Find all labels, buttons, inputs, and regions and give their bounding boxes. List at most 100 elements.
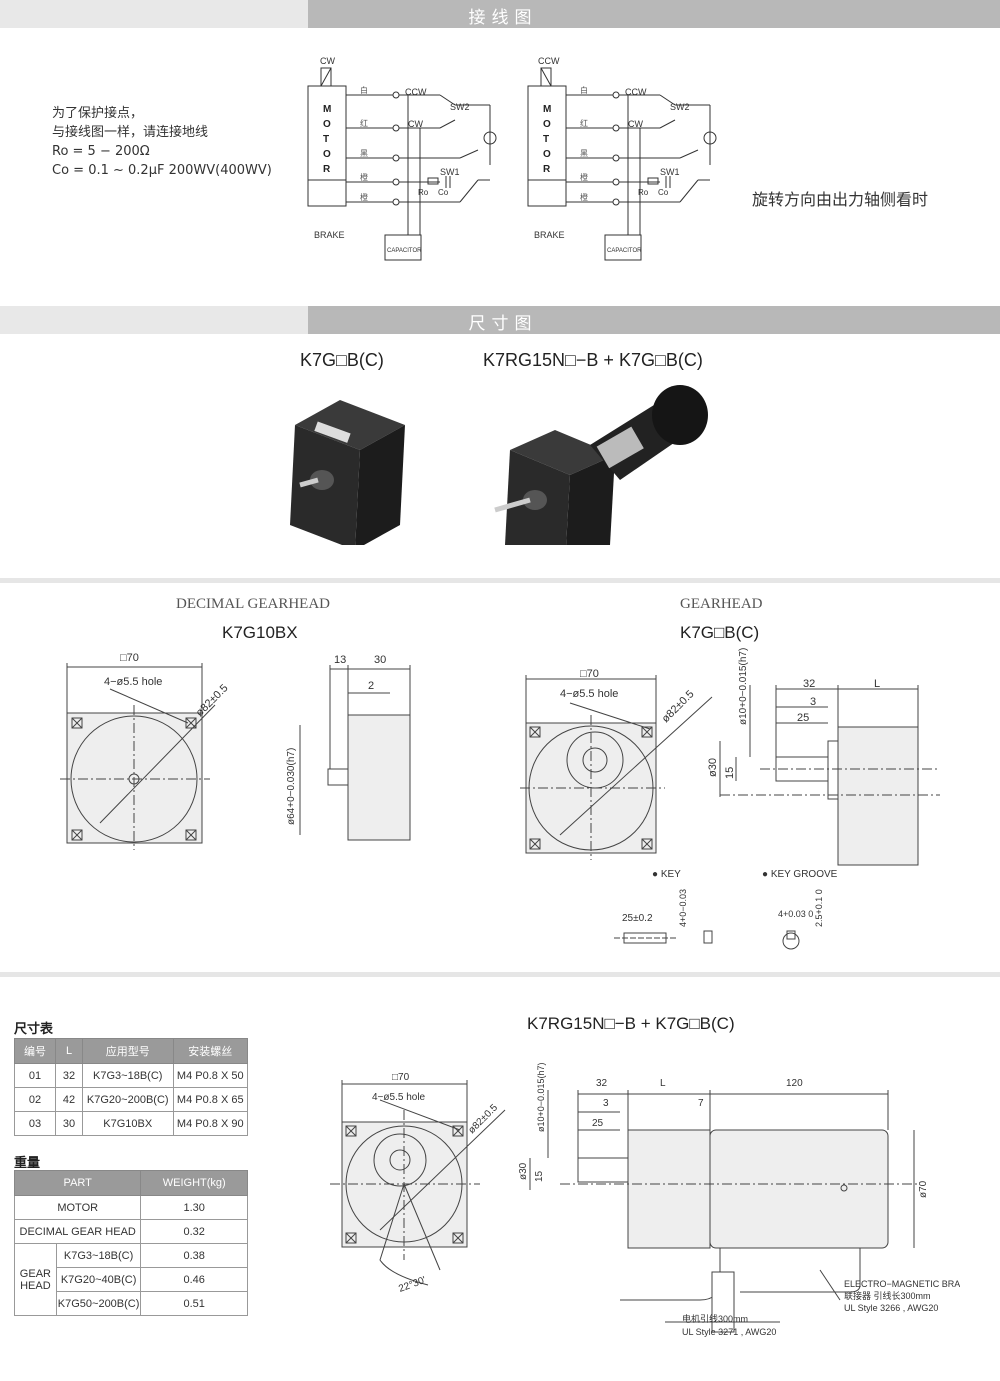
groove-width: 4+0.03 0: [778, 909, 813, 919]
dim-25: 25: [592, 1118, 604, 1129]
cell: 02: [14, 1087, 56, 1112]
dim-sq70: □70: [580, 668, 599, 680]
motor-letter: O: [543, 119, 551, 130]
sw2-label: SW2: [450, 102, 470, 112]
motor-body: [709, 1129, 889, 1249]
table-row: 01 32 K7G3~18B(C) M4 P0.8 X 50: [14, 1063, 248, 1088]
dim-dia10: ø10+0−0.015(h7): [738, 648, 749, 725]
key-groove-label: ● KEY GROOVE: [762, 869, 838, 880]
motor-letter: R: [323, 164, 331, 175]
section-bar-dimensions: 尺寸图: [0, 306, 1000, 334]
dim-3: 3: [603, 1098, 609, 1109]
key-label: ● KEY: [652, 869, 681, 880]
wire-color: 白: [360, 85, 368, 95]
brake-lead: 联接器 引线长300mm: [844, 1290, 931, 1301]
brake-label: BRAKE: [314, 230, 345, 240]
dim-dia64: ø64+0−0.030(h7): [286, 748, 297, 825]
dim-hole: 4−ø5.5 hole: [560, 688, 618, 700]
dim-sq70: □70: [392, 1072, 410, 1083]
table-row: MOTOR 1.30: [13, 1195, 248, 1220]
wire-color: 白: [580, 85, 588, 95]
co-value: Co = 0.1 ~ 0.2μF 200WV(400WV): [52, 163, 272, 178]
motor-letter: O: [323, 149, 331, 160]
wire-color: 橙: [580, 172, 588, 182]
size-table-caption: 尺寸表: [14, 1022, 54, 1037]
dim-120: 120: [786, 1078, 803, 1089]
motor-letter: O: [323, 119, 331, 130]
ro-label: Ro: [418, 188, 429, 197]
motor-ul: UL Style 3271 , AWG20: [682, 1327, 776, 1337]
dim-15: 15: [534, 1170, 545, 1182]
dim-30: 30: [374, 654, 386, 666]
cell: 0.38: [140, 1243, 248, 1268]
separator: [0, 972, 1000, 977]
sw1-label: SW1: [440, 167, 460, 177]
key-length: 25±0.2: [622, 913, 653, 924]
dim-25: 25: [797, 712, 809, 724]
key-width: 4+0−0.03: [678, 889, 688, 927]
gearhead-side: [627, 1129, 711, 1249]
cell: K7G3~18B(C): [55, 1243, 142, 1268]
ccw-label: CCW: [538, 56, 560, 66]
table-row: K7G50~200B(C) 0.51: [15, 1291, 248, 1316]
cell: 30: [55, 1111, 83, 1136]
motor-letter: T: [323, 134, 329, 145]
dim-dia82: ø82±0.5: [660, 688, 697, 725]
cell: K7G20~200B(C): [82, 1087, 174, 1112]
decimal-side-view: [347, 714, 411, 841]
motor-lead: 电机引线300mm: [682, 1313, 748, 1324]
cw-switch-label: CW: [408, 119, 423, 129]
brake-label: ELECTRO−MAGNETIC BRAKE: [844, 1279, 960, 1289]
cell: 1.30: [140, 1195, 248, 1220]
cell: 01: [14, 1063, 56, 1088]
wire-color: 黑: [580, 149, 588, 158]
dim-hole: 4−ø5.5 hole: [372, 1092, 426, 1103]
table-row: DECIMAL GEAR HEAD 0.32: [13, 1219, 248, 1244]
cell: K7G3~18B(C): [82, 1063, 174, 1088]
ccw-switch-label: CCW: [405, 87, 427, 97]
decimal-model: K7G10BX: [222, 623, 298, 642]
groove-depth: 2.5+0.1 0: [814, 889, 824, 927]
cell: 0.46: [140, 1267, 248, 1292]
dim-15: 15: [724, 767, 736, 779]
col-header: L: [55, 1038, 83, 1064]
capacitor-label: CAPACITOR: [387, 248, 422, 254]
col-header: WEIGHT(kg): [140, 1170, 248, 1196]
technical-drawings: □70 4−ø5.5 hole ø82±0.5 13 30 2 ø64+0−0.…: [60, 648, 940, 950]
weight-table-caption: 重量: [14, 1156, 41, 1171]
product-photos: [290, 385, 708, 545]
dim-32: 32: [596, 1078, 608, 1089]
angle-label: 22°30': [397, 1275, 427, 1295]
gear-caption: GEARHEAD: [680, 596, 763, 612]
section-bar-wiring: 接线图: [0, 0, 1000, 28]
bottom-drawing: □70 4−ø5.5 hole ø82±0.5 22°30' 32 L 120 …: [330, 1062, 960, 1337]
wire-color: 橙: [580, 192, 588, 202]
cw-label: CW: [320, 56, 335, 66]
cell: MOTOR: [13, 1195, 142, 1220]
motor-gearhead-photo: [494, 385, 708, 545]
separator: [0, 578, 1000, 583]
dim-32: 32: [803, 678, 815, 690]
cell: 0.32: [140, 1219, 248, 1244]
co-label: Co: [438, 188, 449, 197]
motor-letter: O: [543, 149, 551, 160]
gear-model: K7G□B(C): [680, 623, 760, 642]
cell: 0.51: [140, 1291, 248, 1316]
dim-L: L: [660, 1078, 666, 1089]
col-header: 编号: [14, 1038, 56, 1064]
motor-letter: R: [543, 164, 551, 175]
bottom-model: K7RG15N□−B + K7G□B(C): [527, 1014, 735, 1033]
dim-2: 2: [368, 680, 374, 692]
col-header: 安装螺丝: [172, 1038, 248, 1064]
dim-dia82: ø82±0.5: [194, 682, 231, 719]
cell: 03: [14, 1111, 56, 1136]
cell: M4 P0.8 X 90: [172, 1111, 248, 1136]
sw1-label: SW1: [660, 167, 680, 177]
dim-dia30: ø30: [707, 758, 719, 777]
dim-dia30: ø30: [518, 1162, 529, 1180]
wire-color: 橙: [360, 172, 368, 182]
section-title-dimensions: 尺寸图: [468, 314, 538, 334]
col-header: PART: [13, 1170, 142, 1196]
cell: GEAR HEAD: [14, 1243, 57, 1316]
dim-L: L: [874, 678, 880, 690]
